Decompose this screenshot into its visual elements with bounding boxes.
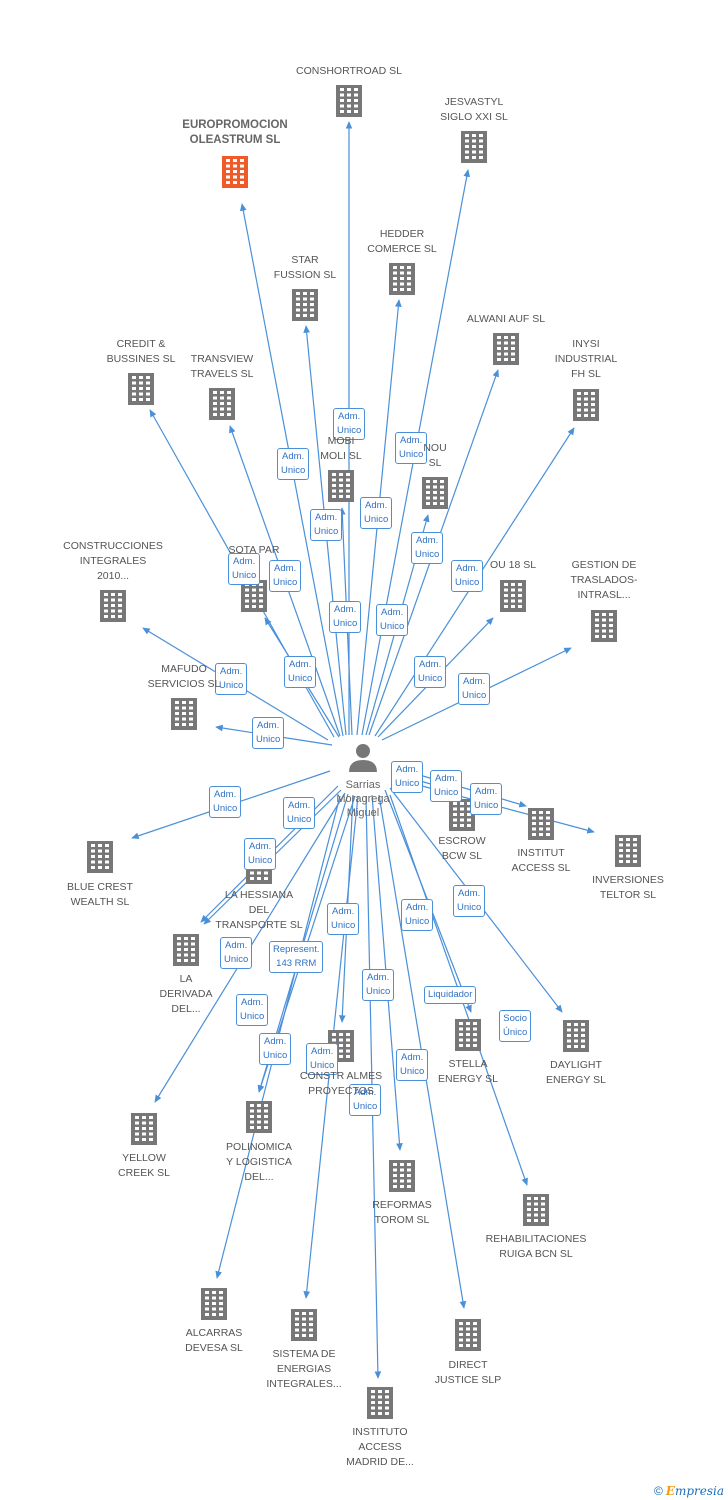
company-node-alwani-building-icon[interactable] [493,333,519,365]
company-node-hedder-building-icon[interactable] [389,263,415,295]
edge-role-label[interactable]: Adm. Unico [228,553,261,585]
nodes-layer [87,85,641,1419]
edge-role-label[interactable]: Adm. Unico [391,761,424,793]
company-node-instituto-building-icon[interactable] [367,1387,393,1419]
edge-role-label[interactable]: Adm. Unico [269,560,302,592]
footer-brand[interactable]: ©Empresia [654,1484,724,1498]
company-node-jesva-building-icon[interactable] [461,131,487,163]
company-node-reformas-building-icon[interactable] [389,1160,415,1192]
edge-role-label[interactable]: Adm. Unico [333,408,366,440]
company-node-rehab-building-icon[interactable] [523,1194,549,1226]
edge-role-label[interactable]: Adm. Unico [401,899,434,931]
brand-logo: Empresia [665,1484,724,1498]
edge-role-label[interactable]: Adm. Unico [306,1043,339,1075]
copyright-icon: © [653,1484,663,1498]
company-node-europ-building-icon[interactable] [222,156,248,188]
company-node-transv-building-icon[interactable] [209,388,235,420]
edge-role-label[interactable]: Adm. Unico [283,797,316,829]
edge-role-label[interactable]: Adm. Unico [209,786,242,818]
company-node-star-building-icon[interactable] [292,289,318,321]
company-node-mafudo-building-icon[interactable] [171,698,197,730]
edge-role-label[interactable]: Adm. Unico [284,656,317,688]
edge-role-label[interactable]: Adm. Unico [220,937,253,969]
company-node-institut-building-icon[interactable] [528,808,554,840]
edge-role-label[interactable]: Adm. Unico [362,969,395,1001]
edge-role-label[interactable]: Adm. Unico [327,903,360,935]
company-node-direct-building-icon[interactable] [455,1319,481,1351]
edge-role-label[interactable]: Adm. Unico [458,673,491,705]
company-node-sistema-building-icon[interactable] [291,1309,317,1341]
company-node-gestion-building-icon[interactable] [591,610,617,642]
company-node-inysi-building-icon[interactable] [573,389,599,421]
edge-role-label[interactable]: Adm. Unico [277,448,310,480]
company-node-nou-building-icon[interactable] [422,477,448,509]
edge-role-label[interactable]: Adm. Unico [470,783,503,815]
company-node-constr-building-icon[interactable] [100,590,126,622]
company-node-mobi-building-icon[interactable] [328,470,354,502]
edge-role-label[interactable]: Adm. Unico [395,432,428,464]
edge-role-label[interactable]: Adm. Unico [349,1084,382,1116]
edge-role-label[interactable]: Adm. Unico [453,885,486,917]
company-node-blue-building-icon[interactable] [87,841,113,873]
edge-role-label[interactable]: Adm. Unico [414,656,447,688]
edge-role-label[interactable]: Adm. Unico [329,601,362,633]
edge-role-label[interactable]: Adm. Unico [376,604,409,636]
person-icon[interactable] [349,744,377,772]
company-node-yellow-building-icon[interactable] [131,1113,157,1145]
edge-role-label[interactable]: Adm. Unico [411,532,444,564]
company-node-ou18-building-icon[interactable] [500,580,526,612]
edge-role-label[interactable]: Adm. Unico [451,560,484,592]
edge-role-label[interactable]: Adm. Unico [244,838,277,870]
edge-role-label[interactable]: Adm. Unico [259,1033,292,1065]
company-node-teltor-building-icon[interactable] [615,835,641,867]
company-node-credit-building-icon[interactable] [128,373,154,405]
edge-role-label[interactable]: Socio Único [499,1010,532,1042]
company-node-daylight-building-icon[interactable] [563,1020,589,1052]
company-node-derivada-building-icon[interactable] [173,934,199,966]
edge-role-label[interactable]: Adm. Unico [310,509,343,541]
company-node-stella-building-icon[interactable] [455,1019,481,1051]
edge-role-label[interactable]: Adm. Unico [252,717,285,749]
company-node-alcarras-building-icon[interactable] [201,1288,227,1320]
company-node-consh-building-icon[interactable] [336,85,362,117]
edge-role-label[interactable]: Adm. Unico [215,663,248,695]
company-node-polinom-building-icon[interactable] [246,1101,272,1133]
edge-role-label[interactable]: Represent. 143 RRM [269,941,324,973]
edge-role-label[interactable]: Adm. Unico [430,770,463,802]
edge-role-label[interactable]: Adm. Unico [236,994,269,1026]
edge-role-label[interactable]: Adm. Unico [360,497,393,529]
company-node-sota-building-icon[interactable] [241,580,267,612]
edge-role-label[interactable]: Liquidador [424,986,477,1004]
edge-role-label[interactable]: Adm. Unico [396,1049,429,1081]
